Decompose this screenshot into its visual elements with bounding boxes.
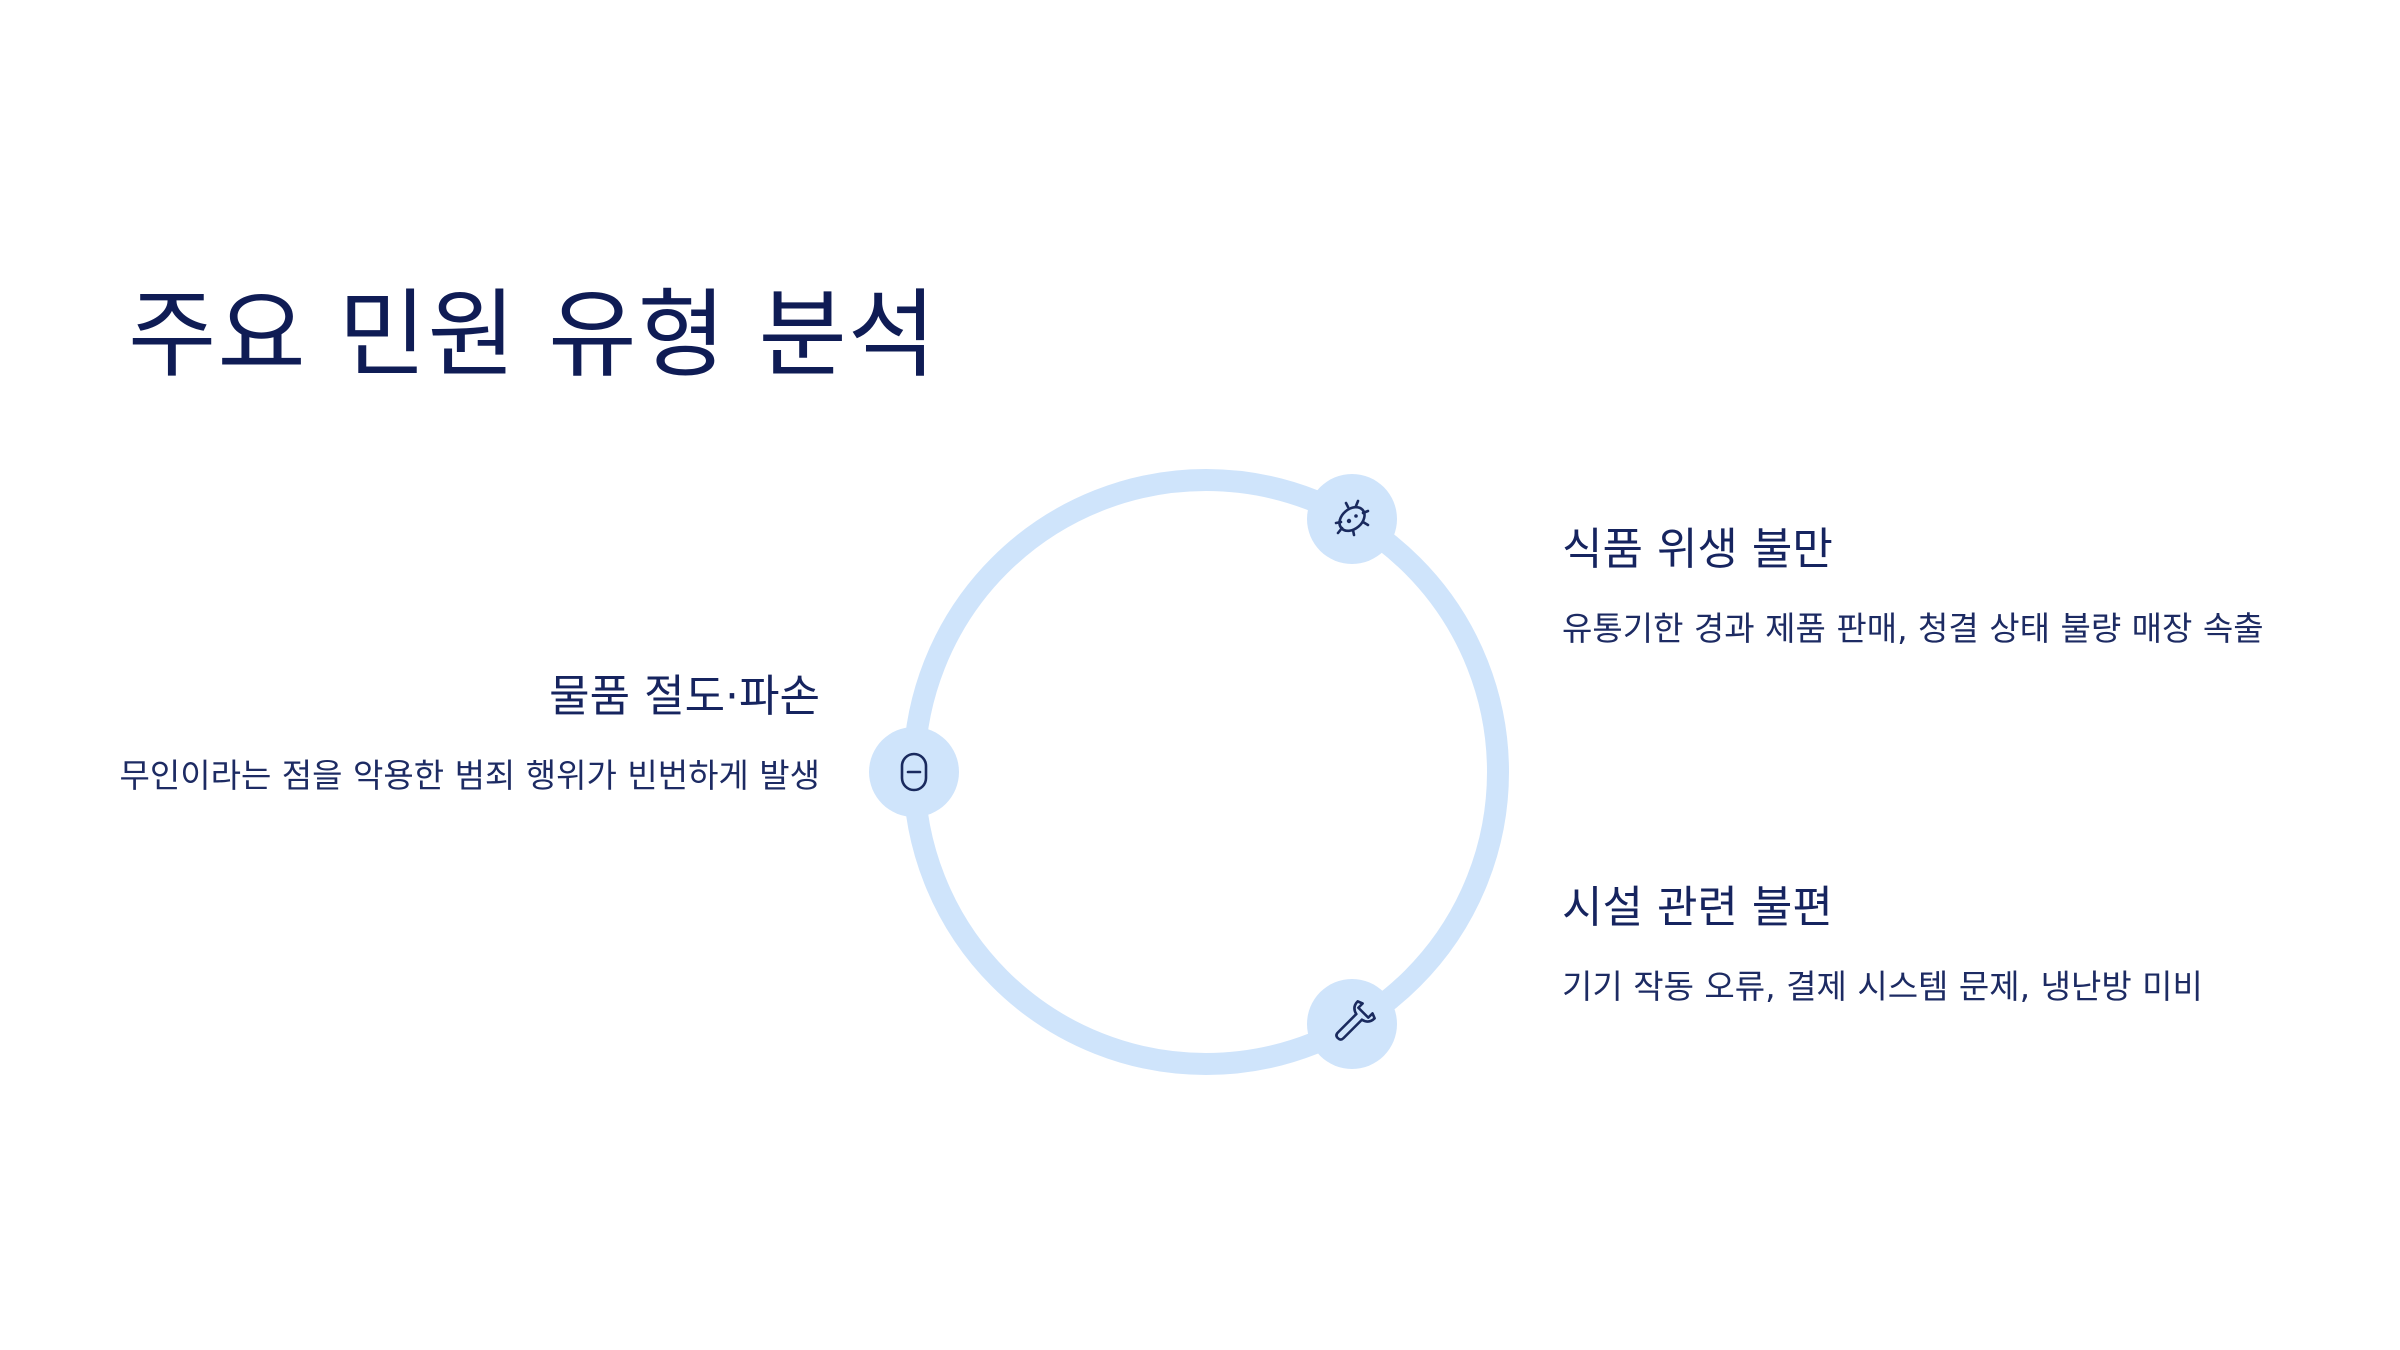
- callout-food-title: 식품 위생 불만: [1562, 524, 1833, 575]
- node-theft: [869, 727, 959, 817]
- node-food: [1307, 474, 1397, 564]
- callout-food-description: 유통기한 경과 제품 판매, 청결 상태 불량 매장 속출: [1562, 609, 2264, 648]
- callout-theft-title: 물품 절도·파손: [549, 671, 820, 722]
- cycle-ring: [903, 469, 1509, 1075]
- node-facility-circle: [1307, 979, 1397, 1069]
- wrench-icon: [1335, 1000, 1376, 1041]
- callout-facility: 시설 관련 불편 기기 작동 오류, 결제 시스템 문제, 냉난방 미비: [1562, 880, 2282, 1015]
- node-facility: [1307, 979, 1397, 1069]
- callout-food: 식품 위생 불만 유통기한 경과 제품 판매, 청결 상태 불량 매장 속출: [1562, 522, 2282, 657]
- callout-facility-title: 시설 관련 불편: [1562, 882, 1833, 933]
- page-title: 주요 민원 유형 분석: [128, 279, 938, 391]
- callout-theft-description: 무인이라는 점을 악용한 범죄 행위가 빈번하게 발생: [119, 756, 821, 795]
- node-theft-circle: [869, 727, 959, 817]
- bacteria-icon: [1334, 499, 1370, 537]
- callout-facility-description: 기기 작동 오류, 결제 시스템 문제, 냉난방 미비: [1562, 967, 2203, 1006]
- callout-theft: 물품 절도·파손 무인이라는 점을 악용한 범죄 행위가 빈번하게 발생: [100, 669, 821, 804]
- node-food-circle: [1307, 474, 1397, 564]
- pill-icon: [900, 752, 928, 792]
